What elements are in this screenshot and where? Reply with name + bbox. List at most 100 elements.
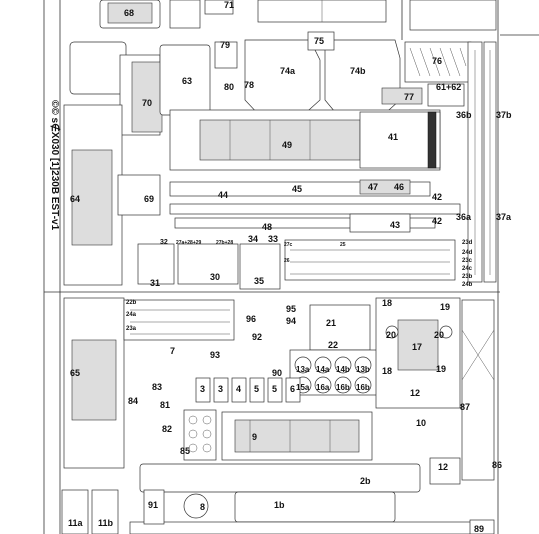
part-label: 71 <box>224 0 234 10</box>
part-label: 47 <box>368 182 378 192</box>
part-label: 17 <box>412 342 422 352</box>
part-label: 11b <box>98 518 114 528</box>
part-label: 13b <box>356 365 370 374</box>
part-label: 24d <box>462 250 473 256</box>
part-label: 76 <box>432 56 442 66</box>
part-label: 91 <box>148 500 158 510</box>
part-label: 3 <box>200 384 205 394</box>
part-label: 15a <box>296 383 310 392</box>
part-label: 70 <box>142 98 152 108</box>
part-label: 87 <box>460 402 470 412</box>
parts-82-85 <box>183 409 217 461</box>
part-label: 61+62 <box>436 82 461 92</box>
part-64-chassis <box>63 104 161 286</box>
part-63-70 <box>69 41 238 136</box>
part-label: 44 <box>218 190 228 200</box>
part-label: 12 <box>438 462 448 472</box>
part-label: 45 <box>292 184 302 194</box>
part-label: 36b <box>456 110 472 120</box>
part-label: 68 <box>124 8 134 18</box>
part-label: 86 <box>492 460 502 470</box>
part-65-chassis <box>63 297 235 469</box>
part-label: 23a <box>126 326 137 332</box>
part-label: 85 <box>180 446 190 456</box>
part-label: 24c <box>462 266 473 272</box>
parts-1b-2b <box>129 463 491 534</box>
sheet-side-text: ©© s∉X030 [1]230B EST-v1 <box>49 100 61 231</box>
part-label: 24a <box>126 312 137 318</box>
part-label: 95 <box>286 304 296 314</box>
part-label: 26 <box>284 258 290 264</box>
part-label: 27b+28 <box>216 240 233 246</box>
part-label: 22 <box>328 340 338 350</box>
part-label: 65 <box>70 368 80 378</box>
part-label: 8 <box>200 502 205 512</box>
part-label: 19 <box>440 302 450 312</box>
part-label: 74b <box>350 66 366 76</box>
part-label: 93 <box>210 350 220 360</box>
part-label: 94 <box>286 316 296 326</box>
part-label: 18 <box>382 298 392 308</box>
part-label: 82 <box>162 424 172 434</box>
part-label: 16b <box>356 383 370 392</box>
part-label: 23c <box>462 258 473 264</box>
part-label: 42 <box>432 192 442 202</box>
part-9-frame <box>221 411 373 461</box>
parts-17-20 <box>375 297 461 409</box>
part-label: 46 <box>394 182 404 192</box>
part-label: 77 <box>404 92 414 102</box>
part-label: 69 <box>144 194 154 204</box>
part-number-labels: 71 68 75 79 76 80 74a 74b 63 78 70 77 61… <box>68 0 512 534</box>
part-label: 27a+28+29 <box>176 240 202 246</box>
part-label: 36a <box>456 212 472 222</box>
part-label: 75 <box>314 36 324 46</box>
part-label: 81 <box>160 400 170 410</box>
part-label: 63 <box>182 76 192 86</box>
part-label: 48 <box>262 222 272 232</box>
part-label: 83 <box>152 382 162 392</box>
part-label: 24b <box>462 282 473 288</box>
part-label: 20 <box>386 330 396 340</box>
part-label: 78 <box>244 80 254 90</box>
part-label: 18 <box>382 366 392 376</box>
part-label: 5 <box>254 384 259 394</box>
part-label: 79 <box>220 40 230 50</box>
part-label: 84 <box>128 396 138 406</box>
part-41-49-floor <box>169 109 441 171</box>
part-label: 2b <box>360 476 371 486</box>
parts-3-6 <box>195 377 301 403</box>
sheet-frame <box>43 0 539 534</box>
part-68-frame <box>99 0 497 31</box>
part-label: 42 <box>432 216 442 226</box>
part-label: 35 <box>254 276 264 286</box>
parts-86-87 <box>429 299 495 485</box>
part-label: 80 <box>224 82 234 92</box>
part-label: 96 <box>246 314 256 324</box>
part-74-halves <box>244 31 401 119</box>
side-rails-36-37 <box>467 41 497 283</box>
part-label: 9 <box>252 432 257 442</box>
part-label: 89 <box>474 524 484 534</box>
part-label: 22b <box>126 300 137 306</box>
part-label: 27c <box>284 242 293 248</box>
part-label: 41 <box>388 132 398 142</box>
part-label: 37a <box>496 212 512 222</box>
part-label: 31 <box>150 278 160 288</box>
part-label: 64 <box>70 194 80 204</box>
part-label: 74a <box>280 66 296 76</box>
part-label: 16a <box>316 383 330 392</box>
part-label: 32 <box>160 239 168 246</box>
part-label: 1b <box>274 500 285 510</box>
part-label: 16b <box>336 383 350 392</box>
part-label: 23b <box>462 274 473 280</box>
part-label: 92 <box>252 332 262 342</box>
part-label: 19 <box>436 364 446 374</box>
part-label: 5 <box>272 384 277 394</box>
part-label: 34 <box>248 234 258 244</box>
part-label: 90 <box>272 368 282 378</box>
part-label: 6 <box>290 384 295 394</box>
part-label: 25 <box>340 242 346 248</box>
parts-27-32 <box>137 239 456 290</box>
part-label: 13a <box>296 365 310 374</box>
